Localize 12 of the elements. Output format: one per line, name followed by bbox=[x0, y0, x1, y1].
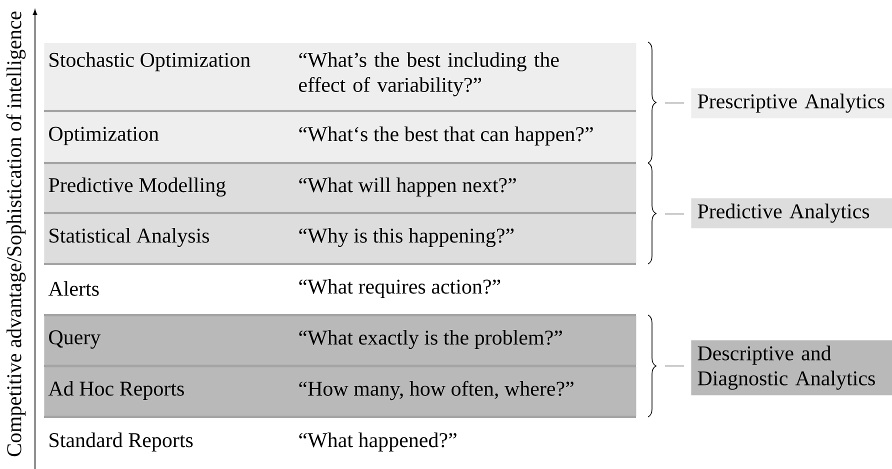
table-row: Standard Reports “What happened?” bbox=[50, 432, 456, 452]
table-row: Statistical Analysis “Why is this happening?” bbox=[44, 214, 636, 263]
table-row: Predictive Modelling “What will happen next?” bbox=[44, 164, 636, 212]
category-box: Descriptive and Diagnostic Analytics bbox=[691, 340, 892, 396]
table-row: Alerts “What requires action?” bbox=[48, 278, 500, 298]
table-row: Optimization “What‘s the best that can happen?” bbox=[44, 112, 636, 162]
table-row: Query “What exactly is the problem?” bbox=[44, 316, 636, 365]
category-box: Predictive Analytics bbox=[691, 198, 892, 228]
table-row: Stochastic Optimization “What’s the best including the effect of variability?” bbox=[44, 43, 636, 110]
category-box: Prescriptive Analytics bbox=[691, 88, 892, 118]
table-row: Ad Hoc Reports “How many, how often, where?” bbox=[44, 367, 636, 416]
axis-label: Competitive advantage/Sophistication of intelligence bbox=[6, 12, 26, 456]
